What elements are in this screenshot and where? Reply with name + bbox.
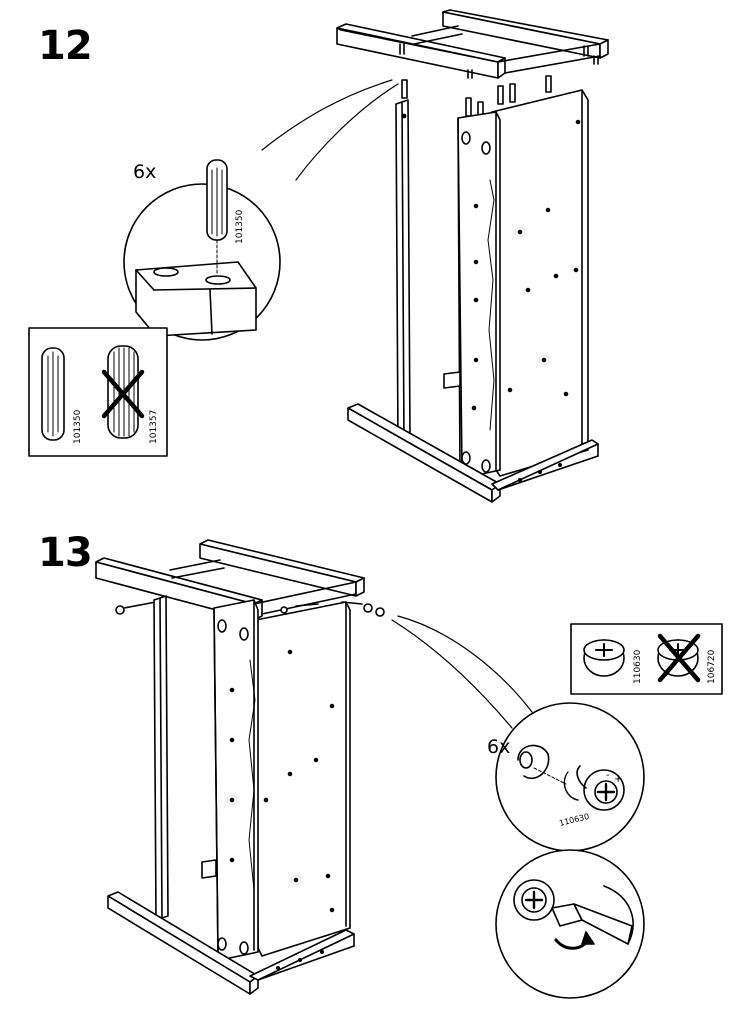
cam-plus-mark: + — [614, 774, 622, 785]
detail-magnifier-12 — [123, 159, 281, 341]
cam-minus-mark: - — [606, 770, 610, 781]
detail-magnifier-13a: + - — [495, 702, 645, 852]
detail-magnifier-13b — [495, 849, 645, 999]
bottom-frame-13 — [107, 891, 355, 995]
callout-leader-12 — [261, 79, 393, 151]
top-frame-13 — [95, 539, 365, 621]
step-13-qty: 6x — [487, 736, 510, 758]
step-13-diagram: + - 6x 110630 — [95, 539, 723, 999]
front-upright — [457, 111, 501, 479]
side-panel-13 — [255, 601, 351, 957]
callout-leader-13 — [397, 615, 533, 713]
mid-block — [443, 371, 461, 389]
step-12-number: 12 — [38, 23, 93, 69]
step-12-detail-part: 101350 — [235, 209, 245, 244]
top-frame — [336, 9, 609, 79]
dowels-top — [401, 75, 552, 121]
step-12-part-wrong: 101357 — [149, 410, 159, 444]
side-panel — [491, 89, 589, 477]
step-12-qty: 6x — [133, 161, 156, 183]
front-upright-13 — [213, 599, 259, 961]
left-rail-13 — [153, 595, 169, 921]
dowel-comparison-box — [28, 327, 168, 457]
step-12-part-ok: 101350 — [73, 409, 83, 444]
bottom-frame — [347, 403, 599, 503]
left-rail — [395, 99, 411, 445]
mid-block-13 — [201, 859, 217, 879]
step-13-part-ok: 110630 — [633, 649, 643, 684]
cam-comparison-box — [570, 623, 723, 695]
step-13-part-wrong: 106720 — [707, 649, 717, 684]
step-12-diagram: 6x 101350 101350 101357 — [28, 9, 609, 503]
step-13-number: 13 — [38, 530, 93, 576]
